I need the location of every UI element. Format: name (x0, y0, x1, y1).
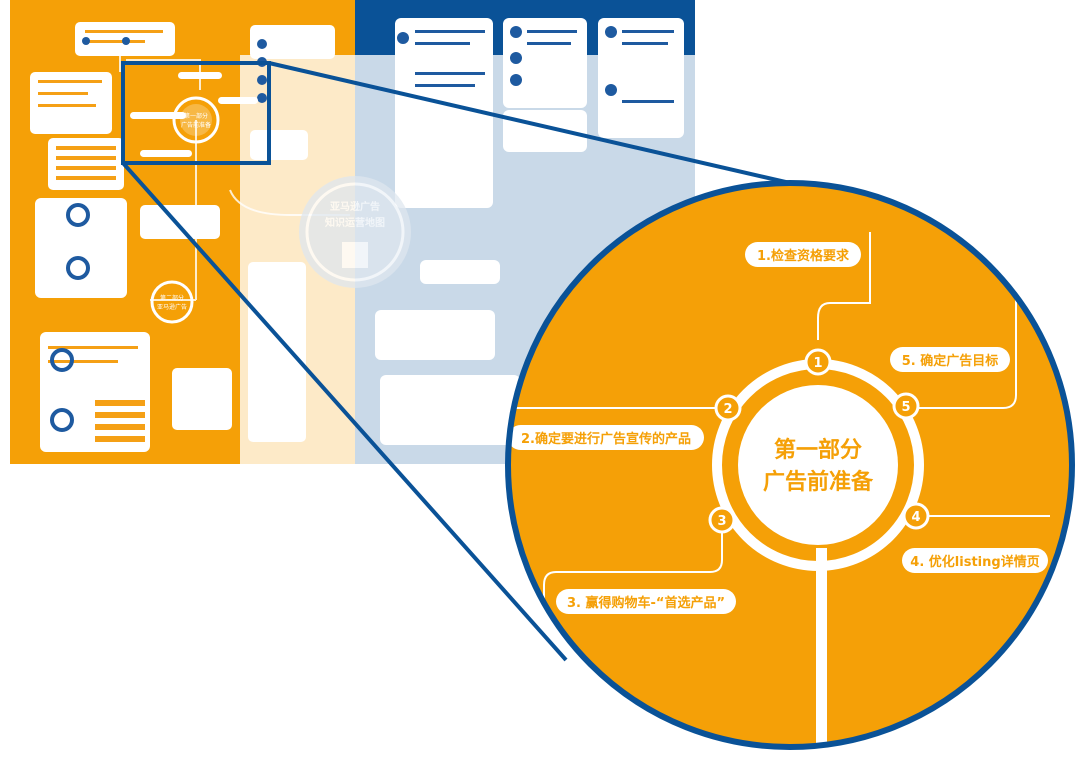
step-label-4: 4. 优化listing详情页 (902, 548, 1048, 573)
step-node-1-number: 1 (813, 356, 822, 371)
magnify-source-frame (121, 61, 271, 165)
step-label-4-text: 4. 优化listing详情页 (910, 554, 1039, 570)
step-node-3-number: 3 (717, 514, 726, 529)
step-node-3: 3 (708, 506, 736, 534)
step-node-4-number: 4 (911, 510, 920, 525)
hub-title-line2: 广告前准备 (763, 469, 874, 495)
step-node-1: 1 (804, 348, 832, 376)
mini-hub-part1-line1: 第一部分 (184, 112, 208, 120)
connector-bottom (121, 161, 568, 662)
step-label-2-text: 2.确定要进行广告宣传的产品 (521, 431, 691, 447)
mini-hub-part1-line2: 广告前准备 (181, 121, 211, 129)
step-label-5-text: 5. 确定广告目标 (902, 353, 999, 369)
step-node-2-number: 2 (723, 402, 732, 417)
step-label-3-text: 3. 赢得购物车-“首选产品” (567, 595, 725, 611)
mini-hub-part2-line1: 第二部分 (160, 294, 184, 302)
zoom-circle-border (505, 180, 1075, 750)
map-title-line2: 知识运营地图 (324, 216, 385, 229)
step-node-5: 5 (892, 392, 920, 420)
right-panel-cards (375, 18, 684, 445)
step-node-5-number: 5 (901, 400, 910, 415)
hub-stem (816, 548, 827, 747)
left-panel-cards (30, 22, 335, 452)
step-label-5: 5. 确定广告目标 (890, 347, 1010, 372)
zoom-circle: 第一部分 广告前准备 1 2 3 4 5 1.检查资格要求 (505, 180, 1075, 750)
step-label-1: 1.检查资格要求 (745, 242, 861, 267)
hub-center (738, 385, 898, 545)
map-title-circle: 亚马逊广告 知识运营地图 (299, 176, 411, 288)
step-label-3: 3. 赢得购物车-“首选产品” (556, 589, 736, 614)
hub-title-line1: 第一部分 (774, 437, 862, 463)
magnifier-connectors (121, 61, 791, 662)
map-title-line1: 亚马逊广告 (330, 200, 380, 213)
connector-top (268, 61, 791, 185)
step-label-2: 2.确定要进行广告宣传的产品 (508, 425, 704, 450)
mini-hub-part1: 第一部分 广告前准备 (130, 72, 258, 157)
mini-hub-part2: 第二部分 亚马逊广告 (150, 280, 194, 324)
mini-hub-part2-line2: 亚马逊广告 (157, 303, 187, 311)
step-node-4: 4 (902, 502, 930, 530)
step-node-2: 2 (714, 394, 742, 422)
qr-code (342, 242, 368, 268)
step-label-1-text: 1.检查资格要求 (757, 248, 850, 264)
zoom-connector-lines (508, 232, 1050, 600)
